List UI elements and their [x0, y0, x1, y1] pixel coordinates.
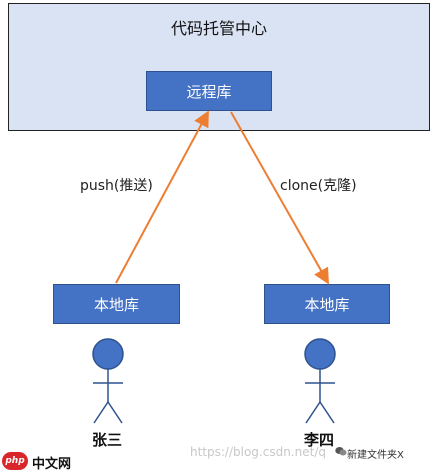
person-icon-a: [92, 338, 124, 424]
local-repo-box-b: 本地库: [264, 284, 390, 324]
remote-repo-label: 远程库: [186, 82, 232, 101]
person-icon-b: [304, 338, 336, 424]
local-repo-label-b: 本地库: [304, 295, 350, 314]
person-name-a: 张三: [92, 431, 123, 449]
clone-label: clone(克隆): [280, 178, 357, 194]
logo-badge: php: [2, 452, 28, 470]
push-arrow: [115, 110, 209, 284]
wechat-icon: [335, 447, 347, 456]
remote-repo-box: 远程库: [146, 71, 272, 111]
hub-title: 代码托管中心: [170, 19, 267, 38]
local-repo-box-a: 本地库: [53, 284, 180, 324]
wechat-account: 新建文件夹X: [347, 450, 404, 461]
person-name-b: 李四: [304, 431, 335, 449]
push-label: push(推送): [80, 178, 153, 194]
logo-text: 中文网: [32, 457, 72, 472]
watermark-url: https://blog.csdn.net/q: [190, 445, 326, 459]
local-repo-label-a: 本地库: [93, 295, 139, 314]
clone-arrow: [230, 111, 329, 285]
